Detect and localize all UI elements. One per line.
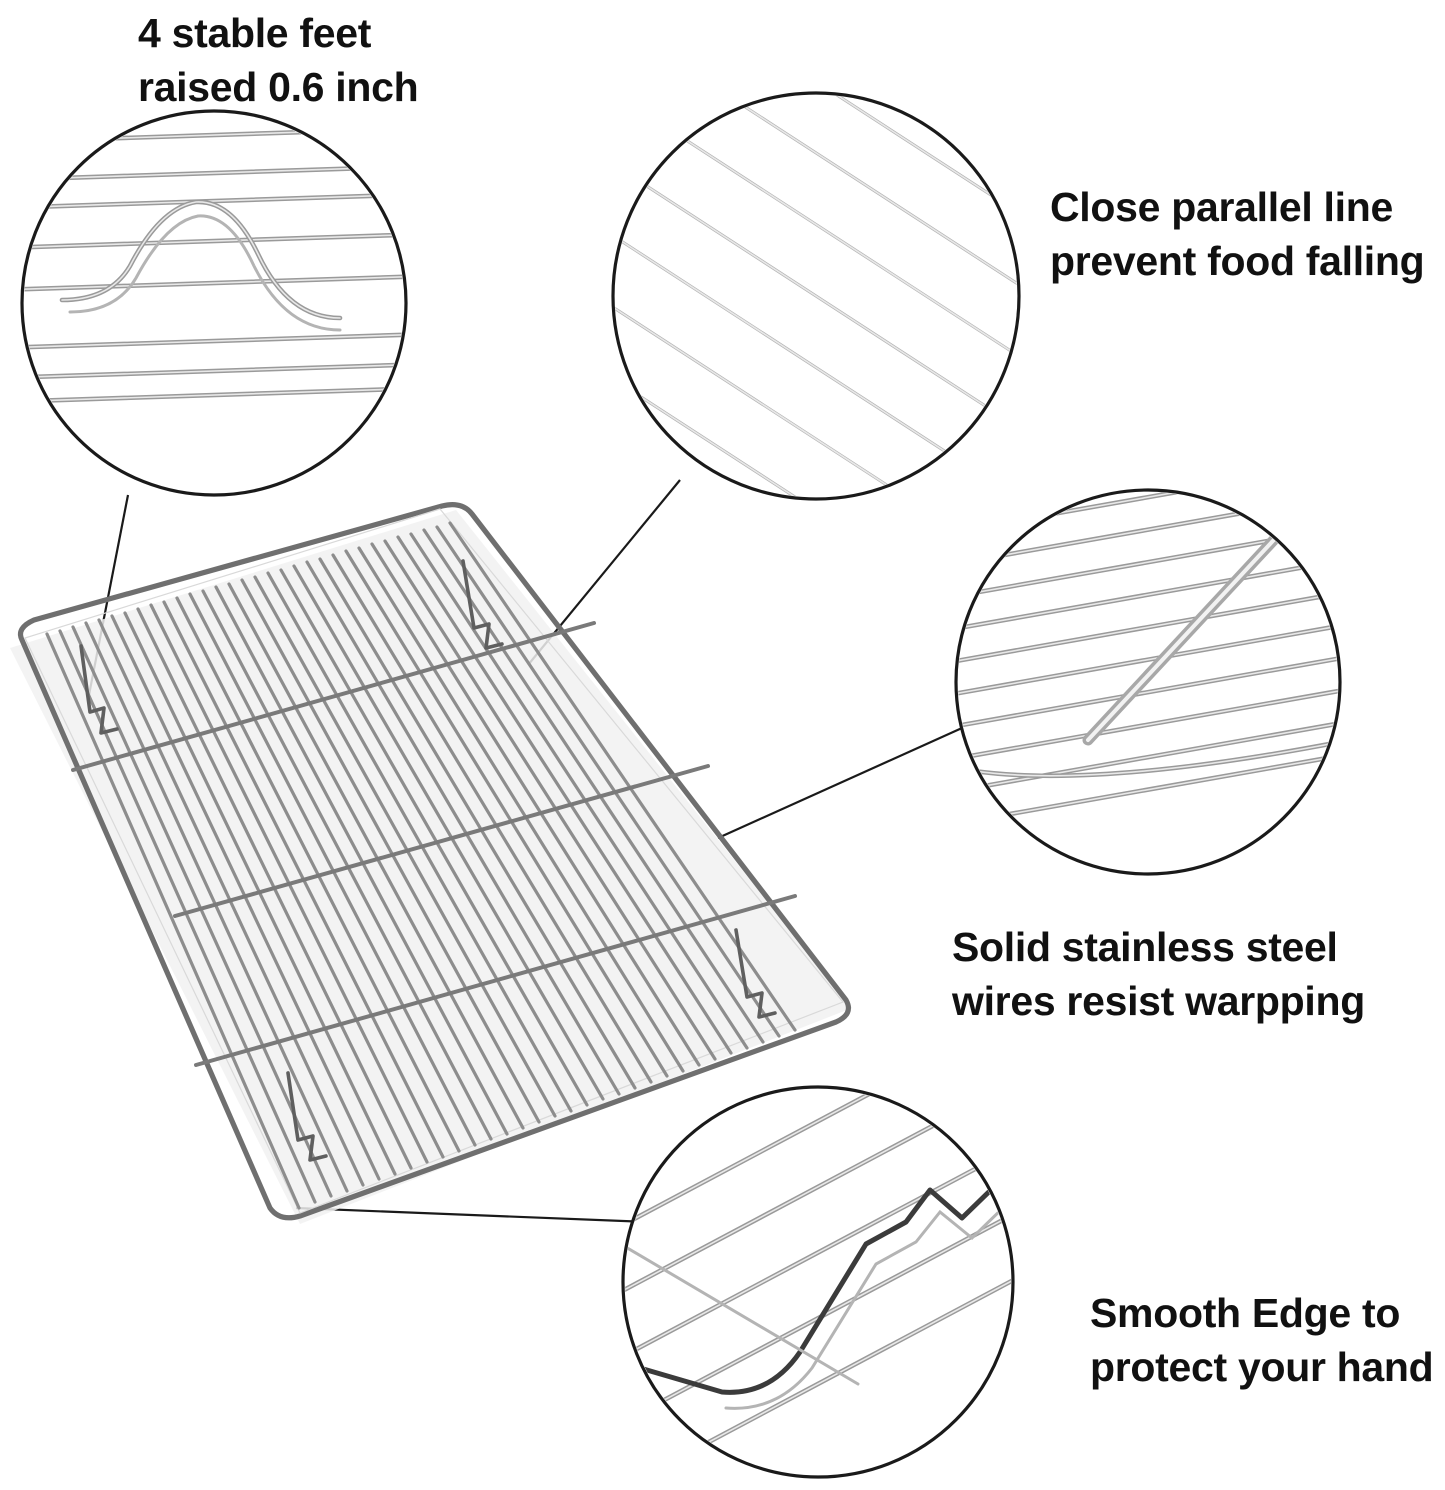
leader-line-solid <box>717 726 963 840</box>
parallel-wires-detail-content <box>615 95 1017 497</box>
rack-outer-rail <box>17 502 851 1221</box>
detail-circle-cross-bar <box>954 488 1342 876</box>
rack-foot-bottom-left <box>286 1071 328 1162</box>
rack-feet <box>79 559 777 1162</box>
rack-outer-rail-highlight <box>24 508 844 1214</box>
rack-foot-top-left <box>79 644 119 735</box>
cross-bar-3 <box>194 894 797 1067</box>
smooth-edge-detail-content <box>625 1089 1011 1475</box>
callout-label-smooth: Smooth Edge to protect your hand <box>1090 1290 1434 1391</box>
cooling-rack-illustration <box>10 502 852 1224</box>
cross-bar-1 <box>71 621 596 772</box>
detail-circle-smooth-edge <box>621 1085 1015 1479</box>
leader-line-smooth <box>295 1206 649 1224</box>
callout-label-parallel: Close parallel line prevent food falling <box>1050 184 1425 285</box>
smooth-rounded-edge <box>637 1147 1011 1395</box>
rack-foot-bottom-right <box>734 928 777 1019</box>
callout-label-feet: 4 stable feet raised 0.6 inch <box>138 10 419 111</box>
rack-parallel-wires <box>45 521 797 1210</box>
rack-cross-bars <box>71 621 797 1067</box>
detail-circle-parallel-wires <box>611 91 1021 501</box>
edge-cross-wire <box>625 1244 860 1386</box>
detail-circle-raised-foot <box>20 109 408 497</box>
callout-label-solid: Solid stainless steel wires resist warpp… <box>952 924 1365 1025</box>
raised-foot-arch-inner <box>68 214 342 332</box>
cross-bar-2 <box>173 764 710 918</box>
smooth-edge-inner-wire <box>724 1170 1011 1410</box>
rack-foot-top-right <box>461 559 504 650</box>
